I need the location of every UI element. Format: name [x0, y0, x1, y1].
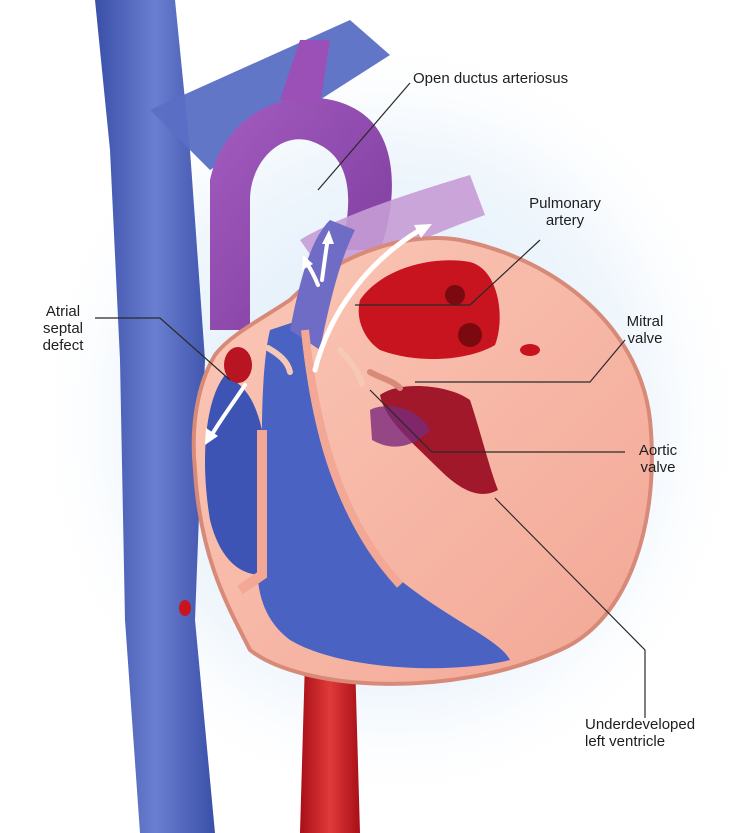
left-ventricle-dark [370, 406, 430, 447]
label-line: septal [42, 320, 84, 337]
pulmonary-vein-opening [445, 285, 465, 305]
label-line: Atrial [45, 303, 81, 320]
label-line: Mitral [626, 313, 664, 330]
vessel-stub [520, 344, 540, 356]
leader-open-ductus [317, 82, 411, 191]
aortic-valve-leaflet [337, 347, 365, 387]
label-line: left ventricle [585, 733, 666, 750]
label-line: valve [640, 459, 676, 476]
label-atrial-septal-defect: Atrial septal defect [30, 303, 96, 354]
aortic-arch [210, 97, 392, 330]
leader-atrial-septal [95, 317, 231, 381]
right-ventricle [257, 320, 510, 669]
leader-pulmonary-artery [355, 239, 541, 306]
pulmonary-valve-leaflet [265, 345, 293, 375]
label-line: valve [627, 330, 663, 347]
brachiocephalic-vein [150, 20, 390, 170]
septum [237, 430, 267, 595]
leader-lines [95, 82, 646, 718]
label-line: defect [42, 337, 84, 354]
flow-arrow-ductus-up-head [322, 230, 334, 244]
pulmonary-trunk-channel [290, 220, 355, 350]
label-pulmonary-artery: Pulmonary artery [520, 195, 610, 229]
arch-branch [280, 40, 330, 105]
label-line: Aortic [638, 442, 678, 459]
flow-arrow-asd-head [205, 428, 218, 445]
vena-cava [95, 0, 215, 833]
leader-aortic [369, 389, 625, 453]
label-line: Pulmonary [529, 195, 601, 212]
label-line: artery [545, 212, 585, 229]
label-line: Open ductus arteriosus [413, 70, 569, 87]
leader-underdeveloped [494, 497, 646, 718]
mitral-valve-leaflet [367, 369, 403, 391]
descending-aorta [300, 660, 360, 833]
flow-arrow-pulmonary [312, 227, 423, 373]
flow-arrow-pulmonary-head [414, 224, 432, 238]
pulmonary-vein-opening [458, 323, 482, 347]
label-mitral-valve: Mitral valve [615, 313, 675, 347]
vessel-stub [179, 600, 191, 616]
leader-mitral [415, 339, 626, 383]
label-line: Underdeveloped [585, 716, 696, 733]
septum-inner [301, 329, 403, 588]
atrial-septal-opening [224, 347, 252, 383]
label-open-ductus-arteriosus: Open ductus arteriosus [413, 70, 568, 87]
flow-arrow-ductus-left-head [302, 255, 313, 270]
label-underdeveloped-left-ventricle: Underdeveloped left ventricle [585, 716, 695, 750]
label-aortic-valve: Aortic valve [628, 442, 688, 476]
